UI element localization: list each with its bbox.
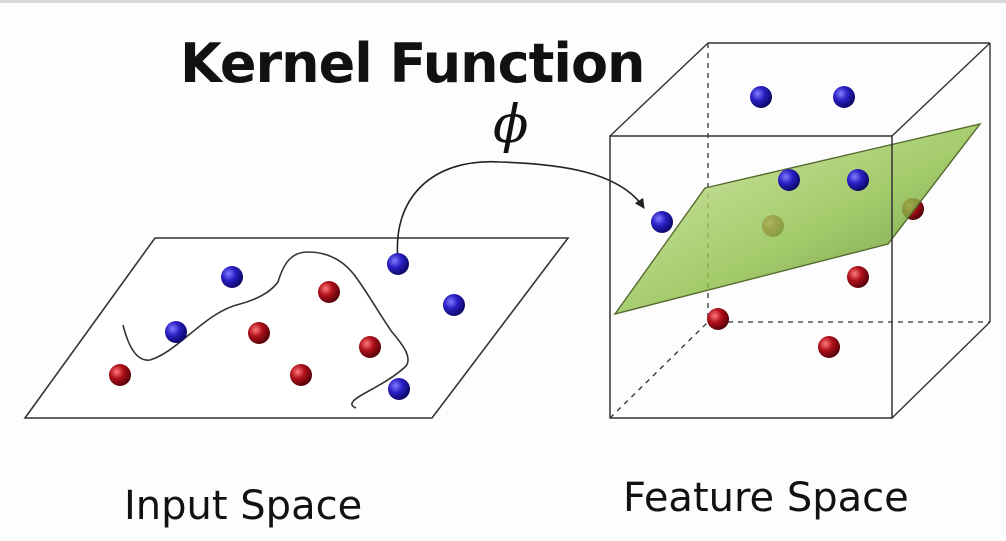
feature-point-blue: [833, 86, 855, 108]
feature-point-blue: [651, 211, 673, 233]
feature-point-blue: [847, 169, 869, 191]
input-point-red: [318, 281, 340, 303]
feature-point-blue: [750, 86, 772, 108]
feature-point-blue: [778, 169, 800, 191]
phi-symbol: ϕ: [493, 95, 528, 155]
input-point-red: [359, 336, 381, 358]
separating-hyperplane: [613, 122, 982, 316]
input-point-blue: [221, 266, 243, 288]
mapping-arrow: [396, 161, 645, 261]
input-space-plane: [23, 237, 570, 419]
input-point-blue: [443, 294, 465, 316]
title: Kernel Function: [180, 32, 645, 95]
feature-point-red: [847, 266, 869, 288]
top-border: [0, 0, 1006, 3]
input-point-blue: [387, 253, 409, 275]
cube-front-face: [609, 135, 893, 419]
input-point-blue: [388, 378, 410, 400]
input-space-label: Input Space: [124, 483, 362, 529]
input-point-red: [109, 364, 131, 386]
feature-point-red: [707, 308, 729, 330]
input-point-blue: [165, 321, 187, 343]
input-point-red: [290, 364, 312, 386]
feature-space-label: Feature Space: [623, 475, 909, 521]
feature-point-red: [818, 336, 840, 358]
input-point-red: [248, 322, 270, 344]
